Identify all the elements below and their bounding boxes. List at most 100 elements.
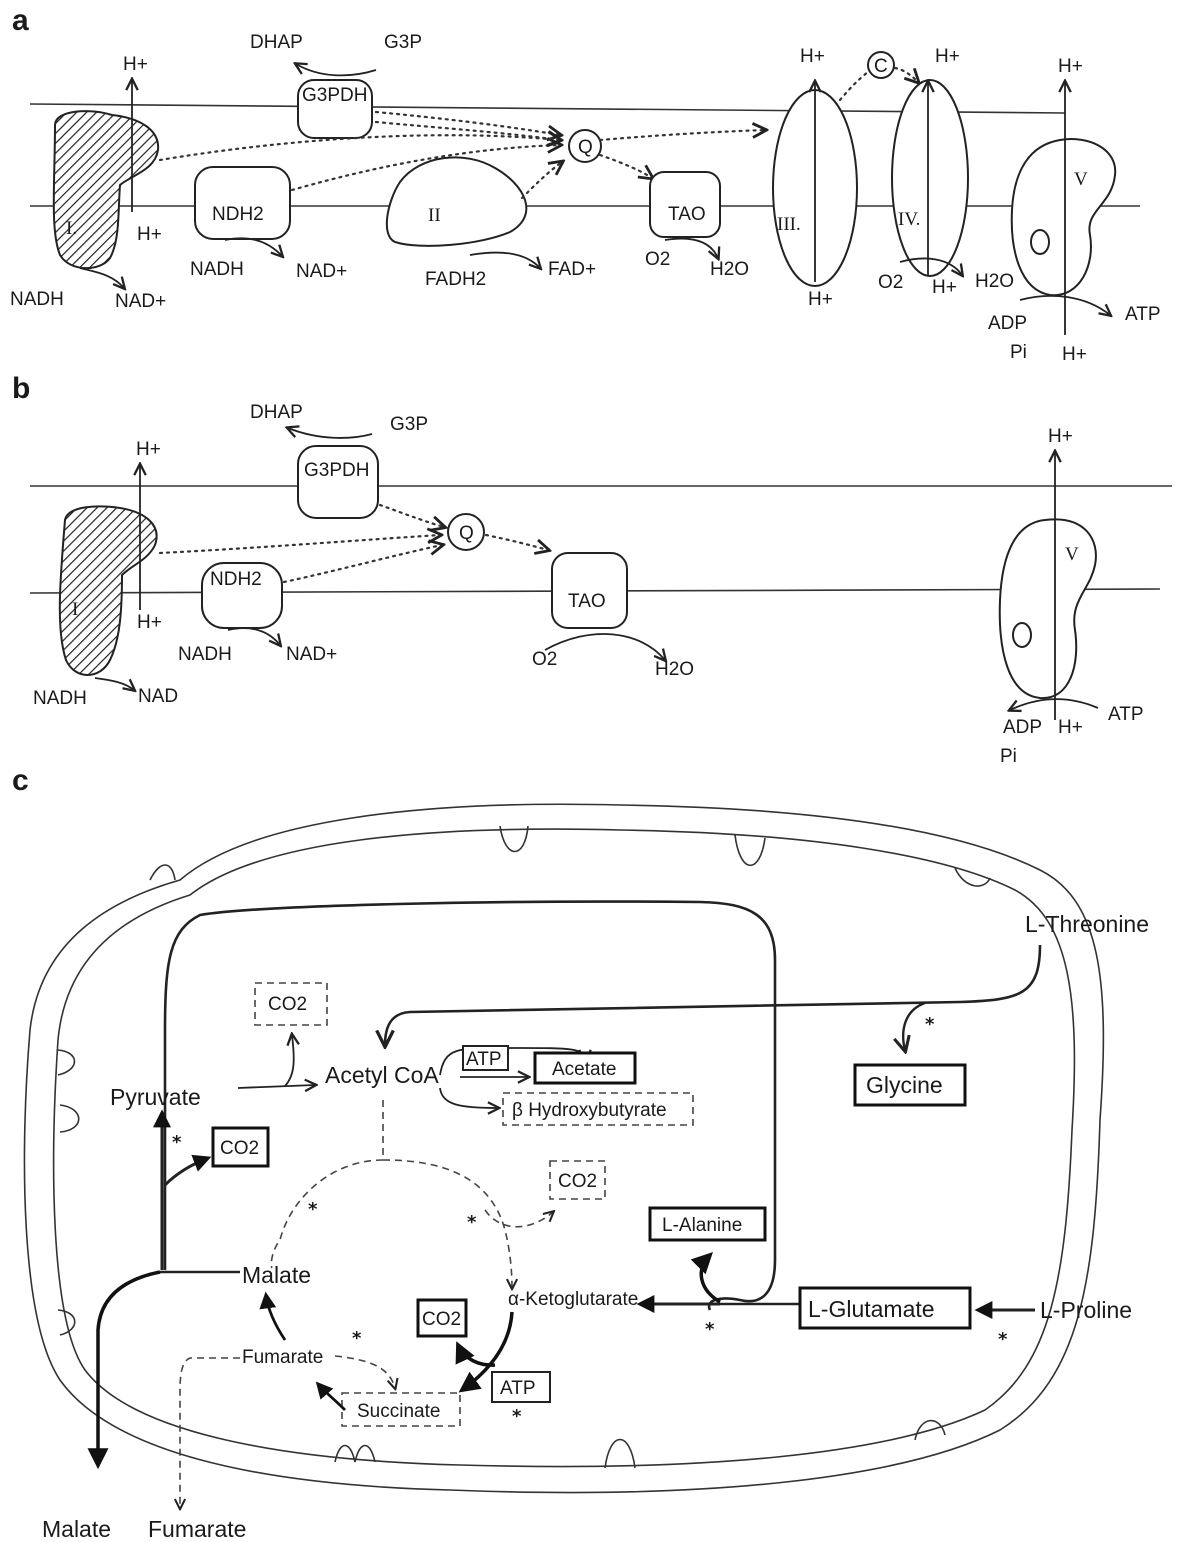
glutamate-loop-path xyxy=(165,902,775,1310)
complex-iv-h-top: H+ xyxy=(935,46,960,67)
complex-v-h-bottom: H+ xyxy=(1062,344,1087,365)
g3pdh-box-b xyxy=(298,446,378,518)
complex-v-adp: ADP xyxy=(988,313,1027,334)
complex-ii-shape xyxy=(387,157,527,245)
hydroxybutyrate-label: β Hydroxybutyrate xyxy=(512,1100,667,1121)
crista-1 xyxy=(150,865,175,880)
complex-iii-label: III. xyxy=(777,214,801,235)
pyruvate-label: Pyruvate xyxy=(110,1084,201,1110)
tao-o2: O2 xyxy=(645,249,670,270)
malate-label: Malate xyxy=(242,1262,311,1288)
g3pdh-label-b: G3PDH xyxy=(304,460,369,481)
g3pdh-to-q-flow-1 xyxy=(376,112,560,135)
complex-ii-label: II xyxy=(428,205,441,226)
l-threonine-label: L-Threonine xyxy=(1025,911,1149,937)
complex-iv-shape xyxy=(892,80,968,276)
ndh2-nadh: NADH xyxy=(190,259,244,280)
panel-a-label: a xyxy=(12,4,29,37)
pyruvate-co2-release-arrow xyxy=(285,1035,294,1086)
proline-asterisk: * xyxy=(998,1329,1008,1350)
complex-v-label-b: V xyxy=(1065,544,1079,565)
complex-v-h-bottom-b: H+ xyxy=(1058,717,1083,738)
complex-iii-h-bottom: H+ xyxy=(808,289,833,310)
complex-v-atp-b: ATP xyxy=(1108,704,1144,725)
ndh2-nadh-b: NADH xyxy=(178,644,232,665)
complex-i-nadh: NADH xyxy=(10,289,64,310)
l-alanine-label: L-Alanine xyxy=(662,1215,742,1236)
atp-label-acetate: ATP xyxy=(466,1049,502,1070)
tca-left-asterisk: * xyxy=(308,1199,318,1220)
g3p-to-dhap-arrow-b xyxy=(288,428,372,438)
panel-b: b I H+ H+ NADH NAD G3PDH DHAP G3P NDH2 N… xyxy=(12,372,1172,767)
panel-c: c * L-Threonine Glycine CO2 Pyruvate xyxy=(12,764,1149,1542)
co2-label-top: CO2 xyxy=(268,994,307,1015)
mito-inner-membrane xyxy=(54,829,1075,1466)
g3pdh-label: G3PDH xyxy=(302,85,367,106)
complex-iii-h-top: H+ xyxy=(800,46,825,67)
q-to-tao-flow xyxy=(600,155,652,178)
threonine-to-acetylcoa-arrow xyxy=(385,945,1040,1045)
nadh-to-nad-arrow xyxy=(80,268,124,288)
dhap-label-b: DHAP xyxy=(250,402,303,423)
g3p-label-b: G3P xyxy=(390,414,428,435)
threonine-glycine-asterisk: * xyxy=(925,1014,935,1035)
complex-v-h-top-b: H+ xyxy=(1048,426,1073,447)
cyt-c-label: C xyxy=(874,56,888,77)
tca-left-arc xyxy=(271,1100,383,1268)
g3p-to-dhap-arrow xyxy=(296,64,376,75)
co2-label-pyruvate: CO2 xyxy=(220,1138,259,1159)
succinate-asterisk: * xyxy=(512,1406,522,1427)
tao-o2-arrow xyxy=(665,239,718,258)
fumarate-to-succinate-arrow xyxy=(335,1356,395,1388)
adp-atp-arrow-b xyxy=(1010,699,1098,710)
fumarate-out-label: Fumarate xyxy=(148,1516,246,1542)
acetyl-coa-label: Acetyl CoA xyxy=(325,1062,439,1088)
co2-label-akg: CO2 xyxy=(422,1309,461,1330)
succinate-label: Succinate xyxy=(357,1401,440,1422)
complex-i-h-bottom: H+ xyxy=(137,224,162,245)
complex-i-shape-b xyxy=(60,506,157,675)
l-glutamate-label: L-Glutamate xyxy=(808,1296,935,1322)
fadh2-arrow xyxy=(470,253,540,268)
tao-label-b: TAO xyxy=(568,591,606,612)
crista-8 xyxy=(605,1440,635,1469)
succinate-to-fumarate-arrow xyxy=(318,1384,345,1410)
ndh2-label-b: NDH2 xyxy=(210,569,262,590)
complex-iv-h-bottom: H+ xyxy=(932,277,957,298)
ndh2-nadh-arrow xyxy=(225,238,282,256)
ketoglutarate-label: α-Ketoglutarate xyxy=(508,1289,638,1310)
tca-right-asterisk: * xyxy=(467,1212,477,1233)
complex-i-h-top: H+ xyxy=(123,54,148,75)
panel-b-label: b xyxy=(12,372,30,405)
fad-label: FAD+ xyxy=(548,259,596,280)
complex-v-adp-b: ADP xyxy=(1003,717,1042,738)
ndh2-nad: NAD+ xyxy=(296,261,347,282)
crista-5 xyxy=(58,1050,75,1075)
fumarate-export-arrow xyxy=(180,1358,240,1508)
tao-h2o: H2O xyxy=(710,259,749,280)
glutamate-akg-asterisk: * xyxy=(705,1319,715,1340)
complex-iv-label: IV. xyxy=(898,209,920,230)
panel-c-label: c xyxy=(12,764,29,797)
complex-i-nad-b: NAD xyxy=(138,686,178,707)
l-proline-label: L-Proline xyxy=(1040,1297,1132,1323)
tca-right-arc xyxy=(383,1160,512,1288)
complex-i-nadh-b: NADH xyxy=(33,688,87,709)
complex-i-h-top-b: H+ xyxy=(136,439,161,460)
dhap-label: DHAP xyxy=(250,32,303,53)
mito-outer-membrane xyxy=(24,804,1103,1492)
fadh2-label: FADH2 xyxy=(425,269,486,290)
fumarate-asterisk: * xyxy=(352,1328,362,1349)
i-to-q-flow xyxy=(160,135,560,160)
crista-6 xyxy=(60,1105,79,1132)
tao-label: TAO xyxy=(668,204,706,225)
atp-label-succinate: ATP xyxy=(500,1378,536,1399)
q-label-b: Q xyxy=(459,523,474,544)
complex-iv-h2o: H2O xyxy=(975,271,1014,292)
complex-v-shape-b xyxy=(1000,519,1096,698)
ndh2-nad-b: NAD+ xyxy=(286,644,337,665)
pyruvate-to-acetylcoa-arrow xyxy=(238,1085,315,1088)
akg-to-co2-arrow xyxy=(458,1345,495,1365)
complex-v-shape xyxy=(1012,139,1115,295)
